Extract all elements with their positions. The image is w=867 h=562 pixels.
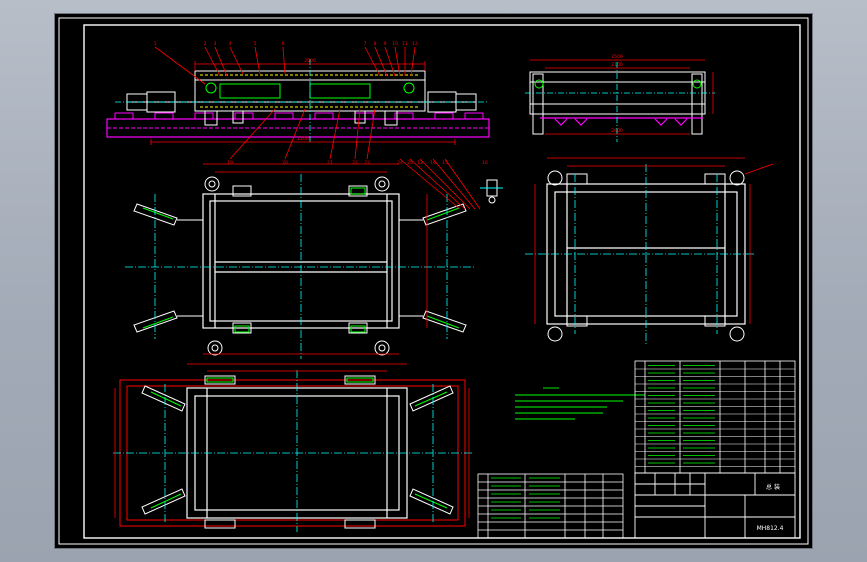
leader-label: 5	[254, 41, 257, 47]
leader-label: 10	[392, 41, 398, 47]
plan-leader-labels: 19 20 21 22 23 24 25 13 14 15 16	[227, 160, 488, 166]
outer-border	[58, 17, 809, 545]
drawing-number: MH812.4	[757, 525, 784, 532]
leader-label: 1	[154, 41, 157, 47]
technical-notes	[515, 387, 645, 420]
leader-label: 19	[227, 160, 233, 166]
side-elevation-view: 2500 2100 2600	[525, 54, 715, 142]
leader-label: 22	[352, 160, 358, 166]
leader-label: 20	[282, 160, 288, 166]
side-view-inner-dim: 2100	[611, 62, 623, 68]
leader-label: 8	[374, 41, 377, 47]
lower-plan-view	[113, 363, 473, 532]
leader-label: 25	[407, 160, 413, 166]
title-cell: 总 装	[766, 483, 780, 491]
leader-label: 7	[364, 41, 367, 47]
leader-label: 21	[327, 160, 333, 166]
leader-label: 2	[204, 41, 207, 47]
leader-label: 24	[397, 160, 403, 166]
leader-label: 11	[402, 41, 408, 47]
title-block	[634, 472, 796, 539]
leader-label: 9	[384, 41, 387, 47]
leader-label: 12	[412, 41, 418, 47]
side-view-width-dim: 2500	[611, 54, 623, 60]
leader-label: 16	[482, 160, 488, 166]
inner-border	[83, 24, 801, 539]
parts-list-right	[634, 360, 796, 474]
leader-label: 4	[229, 41, 232, 47]
leader-label: 3	[214, 41, 217, 47]
side-view-rail-dim: 2600	[611, 128, 623, 134]
front-view-span-dim: 2200	[297, 136, 309, 142]
plan-view: 19 20 21 22 23 24 25 13 14 15 16	[125, 158, 503, 359]
leader-label: 15	[442, 160, 448, 166]
leader-label: 13	[417, 160, 423, 166]
right-plan-view	[525, 157, 774, 344]
leader-label: 14	[430, 160, 436, 166]
top-frame-width-dim: 2500	[304, 58, 316, 64]
leader-label: 6	[282, 41, 285, 47]
parts-list-left	[477, 473, 624, 539]
leader-label: 23	[364, 160, 370, 166]
